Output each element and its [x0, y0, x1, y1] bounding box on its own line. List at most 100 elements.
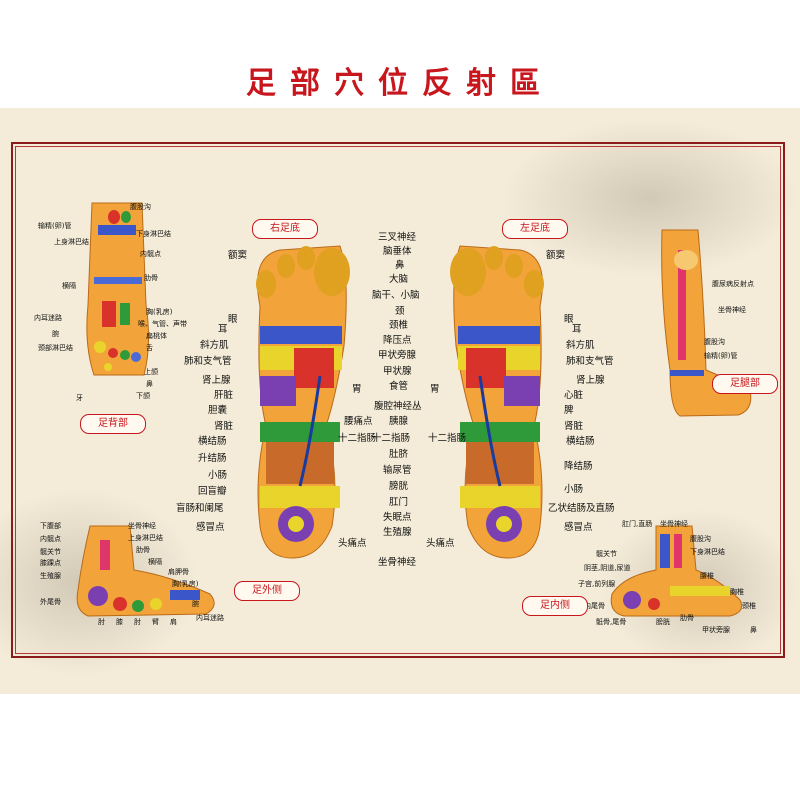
- tag-dorsal: 足背部: [80, 414, 146, 434]
- center-label: 头痛点: [338, 538, 367, 549]
- medial-foot-illustration: [610, 525, 743, 617]
- medial-label: 肋骨: [680, 614, 694, 622]
- left-sole-label: 降结肠: [564, 461, 593, 472]
- medial-label: 胸椎: [730, 588, 744, 596]
- center-label: 脑干、小脑: [372, 290, 420, 301]
- right-sole-label: 肝脏: [214, 390, 234, 401]
- dorsal-label: 腕: [52, 330, 59, 338]
- dorsal-label: 颈部淋巴结: [38, 344, 73, 352]
- lateral-label: 肩胛骨: [168, 568, 189, 576]
- lateral-label: 腕: [192, 600, 199, 608]
- center-label: 胰腺: [389, 416, 409, 427]
- lateral-label: 膝: [116, 618, 123, 626]
- right-sole-label: 感冒点: [196, 522, 225, 533]
- center-label: 坐骨神经: [378, 557, 417, 568]
- dorsal-label: 牙: [76, 394, 83, 402]
- center-label: 鼻: [395, 260, 405, 271]
- dorsal-label: 扁桃体: [146, 332, 167, 340]
- left-sole-label: 小肠: [564, 484, 584, 495]
- lateral-label: 臂: [152, 618, 159, 626]
- dorsal-label: 下身淋巴结: [136, 230, 171, 238]
- page-title: 足部穴位反射區: [246, 66, 554, 101]
- dorsal-label: 舌: [146, 344, 153, 352]
- dorsal-label: 鼻: [146, 380, 153, 388]
- leg-illustration: [661, 229, 752, 417]
- lateral-foot-illustration: [76, 525, 215, 617]
- right-sole-label: 升结肠: [198, 453, 227, 464]
- medial-label: 腰椎: [700, 572, 714, 580]
- center-label: 三叉神经: [378, 232, 417, 243]
- right-sole-label: 斜方肌: [200, 340, 229, 351]
- lateral-label: 下腹部: [40, 522, 61, 530]
- lateral-label: 横隔: [148, 558, 162, 566]
- center-side-label: 十二指肠: [428, 433, 467, 444]
- left-sole-label: 肾脏: [564, 421, 584, 432]
- left-sole-label: 横结肠: [566, 436, 595, 447]
- leg-label: 坐骨神经: [718, 306, 746, 314]
- medial-label: 坐骨神经: [660, 520, 688, 528]
- left-sole-label: 感冒点: [564, 522, 593, 533]
- center-label: 肚脐: [389, 449, 409, 460]
- left-sole-label: 肾上腺: [576, 375, 605, 386]
- medial-label: 腹股沟: [690, 535, 711, 543]
- center-side-label: 腰痛点: [344, 416, 373, 427]
- lateral-label: 内髋点: [40, 535, 61, 543]
- dorsal-label: 上颌: [144, 368, 158, 376]
- right-sole-illustration: [256, 245, 350, 559]
- dorsal-foot-illustration: [86, 202, 150, 376]
- lateral-label: 内耳迷路: [196, 614, 224, 622]
- right-sole-label: 回盲瓣: [198, 486, 227, 497]
- leg-label: 腹尿病反射点: [712, 280, 754, 288]
- lateral-label: 坐骨神经: [128, 522, 156, 530]
- medial-label: 髋关节: [596, 550, 617, 558]
- lateral-label: 胸(乳房): [172, 580, 199, 588]
- center-label: 腹腔神经丛: [374, 401, 422, 412]
- center-label: 输尿管: [383, 465, 412, 476]
- center-label: 失眠点: [383, 512, 412, 523]
- lateral-label: 上身淋巴结: [128, 534, 163, 542]
- medial-label: 阴茎,阴道,尿道: [584, 564, 631, 572]
- left-sole-label: 斜方肌: [566, 340, 595, 351]
- center-label: 颈: [395, 306, 405, 317]
- dorsal-label: 下颌: [136, 392, 150, 400]
- medial-label: 子宫,前列腺: [578, 580, 616, 588]
- dorsal-label: 腹股沟: [130, 203, 151, 211]
- right-sole-label: 肾上腺: [202, 375, 231, 386]
- dorsal-label: 内耳迷路: [34, 314, 62, 322]
- lateral-label: 肘: [98, 618, 105, 626]
- medial-label: 甲状旁腺: [702, 626, 730, 634]
- tag-left-sole: 左足底: [502, 219, 568, 239]
- inner-frame: [15, 146, 781, 654]
- dorsal-label: 喉、气管、声带: [138, 320, 187, 328]
- leg-label: 输精(卵)管: [704, 352, 738, 360]
- medial-label: 下身淋巴结: [690, 548, 725, 556]
- medial-label: 内尾骨: [584, 602, 605, 610]
- left-sole-illustration: [450, 245, 544, 559]
- lateral-label: 生殖腺: [40, 572, 61, 580]
- medial-label: 鼻: [750, 626, 757, 634]
- center-label: 十二指肠: [372, 433, 411, 444]
- center-side-label: 头痛点: [426, 538, 455, 549]
- right-sole-label: 肺和支气管: [184, 356, 232, 367]
- center-label: 降压点: [383, 335, 412, 346]
- center-side-label: 十二指肠: [338, 433, 377, 444]
- right-sole-label: 盲肠和阑尾: [176, 503, 224, 514]
- lateral-label: 肩: [170, 618, 177, 626]
- center-label: 肛门: [389, 497, 409, 508]
- dorsal-label: 肋骨: [144, 274, 158, 282]
- left-sole-label: 肺和支气管: [566, 356, 614, 367]
- center-label: 甲状腺: [383, 366, 412, 377]
- left-sole-label: 眼: [564, 314, 574, 325]
- right-sole-label: 胆囊: [208, 405, 228, 416]
- tag-right-sole: 右足底: [252, 219, 318, 239]
- right-sole-label: 耳: [218, 324, 228, 335]
- lateral-label: 肋骨: [136, 546, 150, 554]
- lateral-label: 髋关节: [40, 548, 61, 556]
- center-label: 食管: [389, 381, 409, 392]
- medial-label: 骶骨,尾骨: [596, 618, 627, 626]
- medial-label: 颈椎: [742, 602, 756, 610]
- tag-lateral: 足外侧: [234, 581, 300, 601]
- center-label: 膀胱: [389, 481, 409, 492]
- right-sole-label: 额窦: [228, 250, 248, 261]
- center-side-label: 胃: [352, 384, 362, 395]
